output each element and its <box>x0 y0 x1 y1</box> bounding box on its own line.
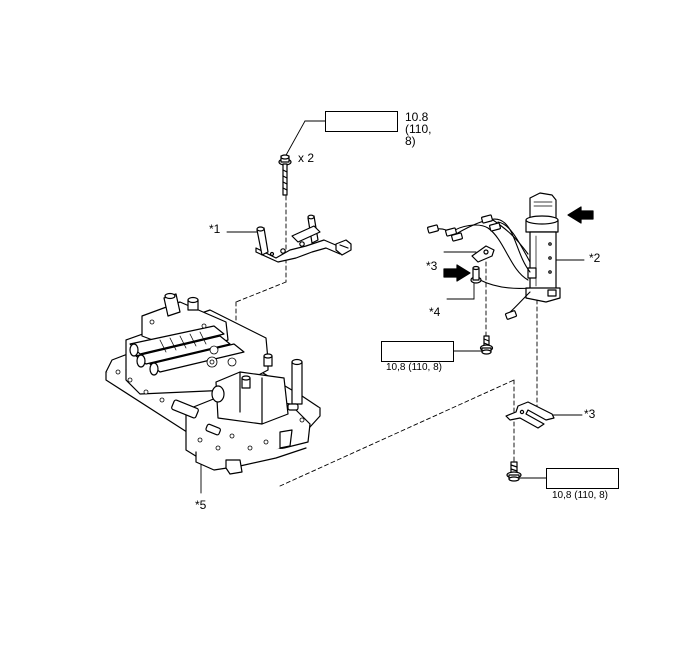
callout-3-lower: *3 <box>584 407 596 421</box>
solenoid-harness-assembly <box>427 192 561 320</box>
direction-arrow-right <box>443 264 471 282</box>
torque-value-top-line1: 10.8 <box>405 110 429 124</box>
callout-2: *2 <box>589 251 601 265</box>
harness-bolt <box>479 335 494 355</box>
callout-1: *1 <box>209 222 221 236</box>
bolt-quantity-label: x 2 <box>298 151 315 165</box>
torque-value-middle: 10,8 (110, 8) <box>386 362 442 373</box>
direction-arrow-left <box>567 206 594 224</box>
torque-box-middle <box>381 341 454 362</box>
clamp-bolt <box>506 461 522 482</box>
callout-3-upper: *3 <box>426 259 438 273</box>
torque-box-bottom <box>546 468 619 489</box>
assembly-guide-lines <box>235 195 538 487</box>
callout-4: *4 <box>429 305 441 319</box>
bracket-part-1 <box>255 214 352 263</box>
callout-5: *5 <box>195 498 207 512</box>
torque-value-top-line2: (110, <box>405 122 432 136</box>
torque-value-bottom: 10,8 (110, 8) <box>552 490 608 501</box>
leader-lines <box>200 120 585 494</box>
torque-value-top-line3: 8) <box>405 134 416 148</box>
valve-body-assembly <box>105 292 321 475</box>
clamp-3 <box>505 401 555 429</box>
valve-body-bolt <box>278 154 292 196</box>
torque-box-top <box>325 111 398 132</box>
